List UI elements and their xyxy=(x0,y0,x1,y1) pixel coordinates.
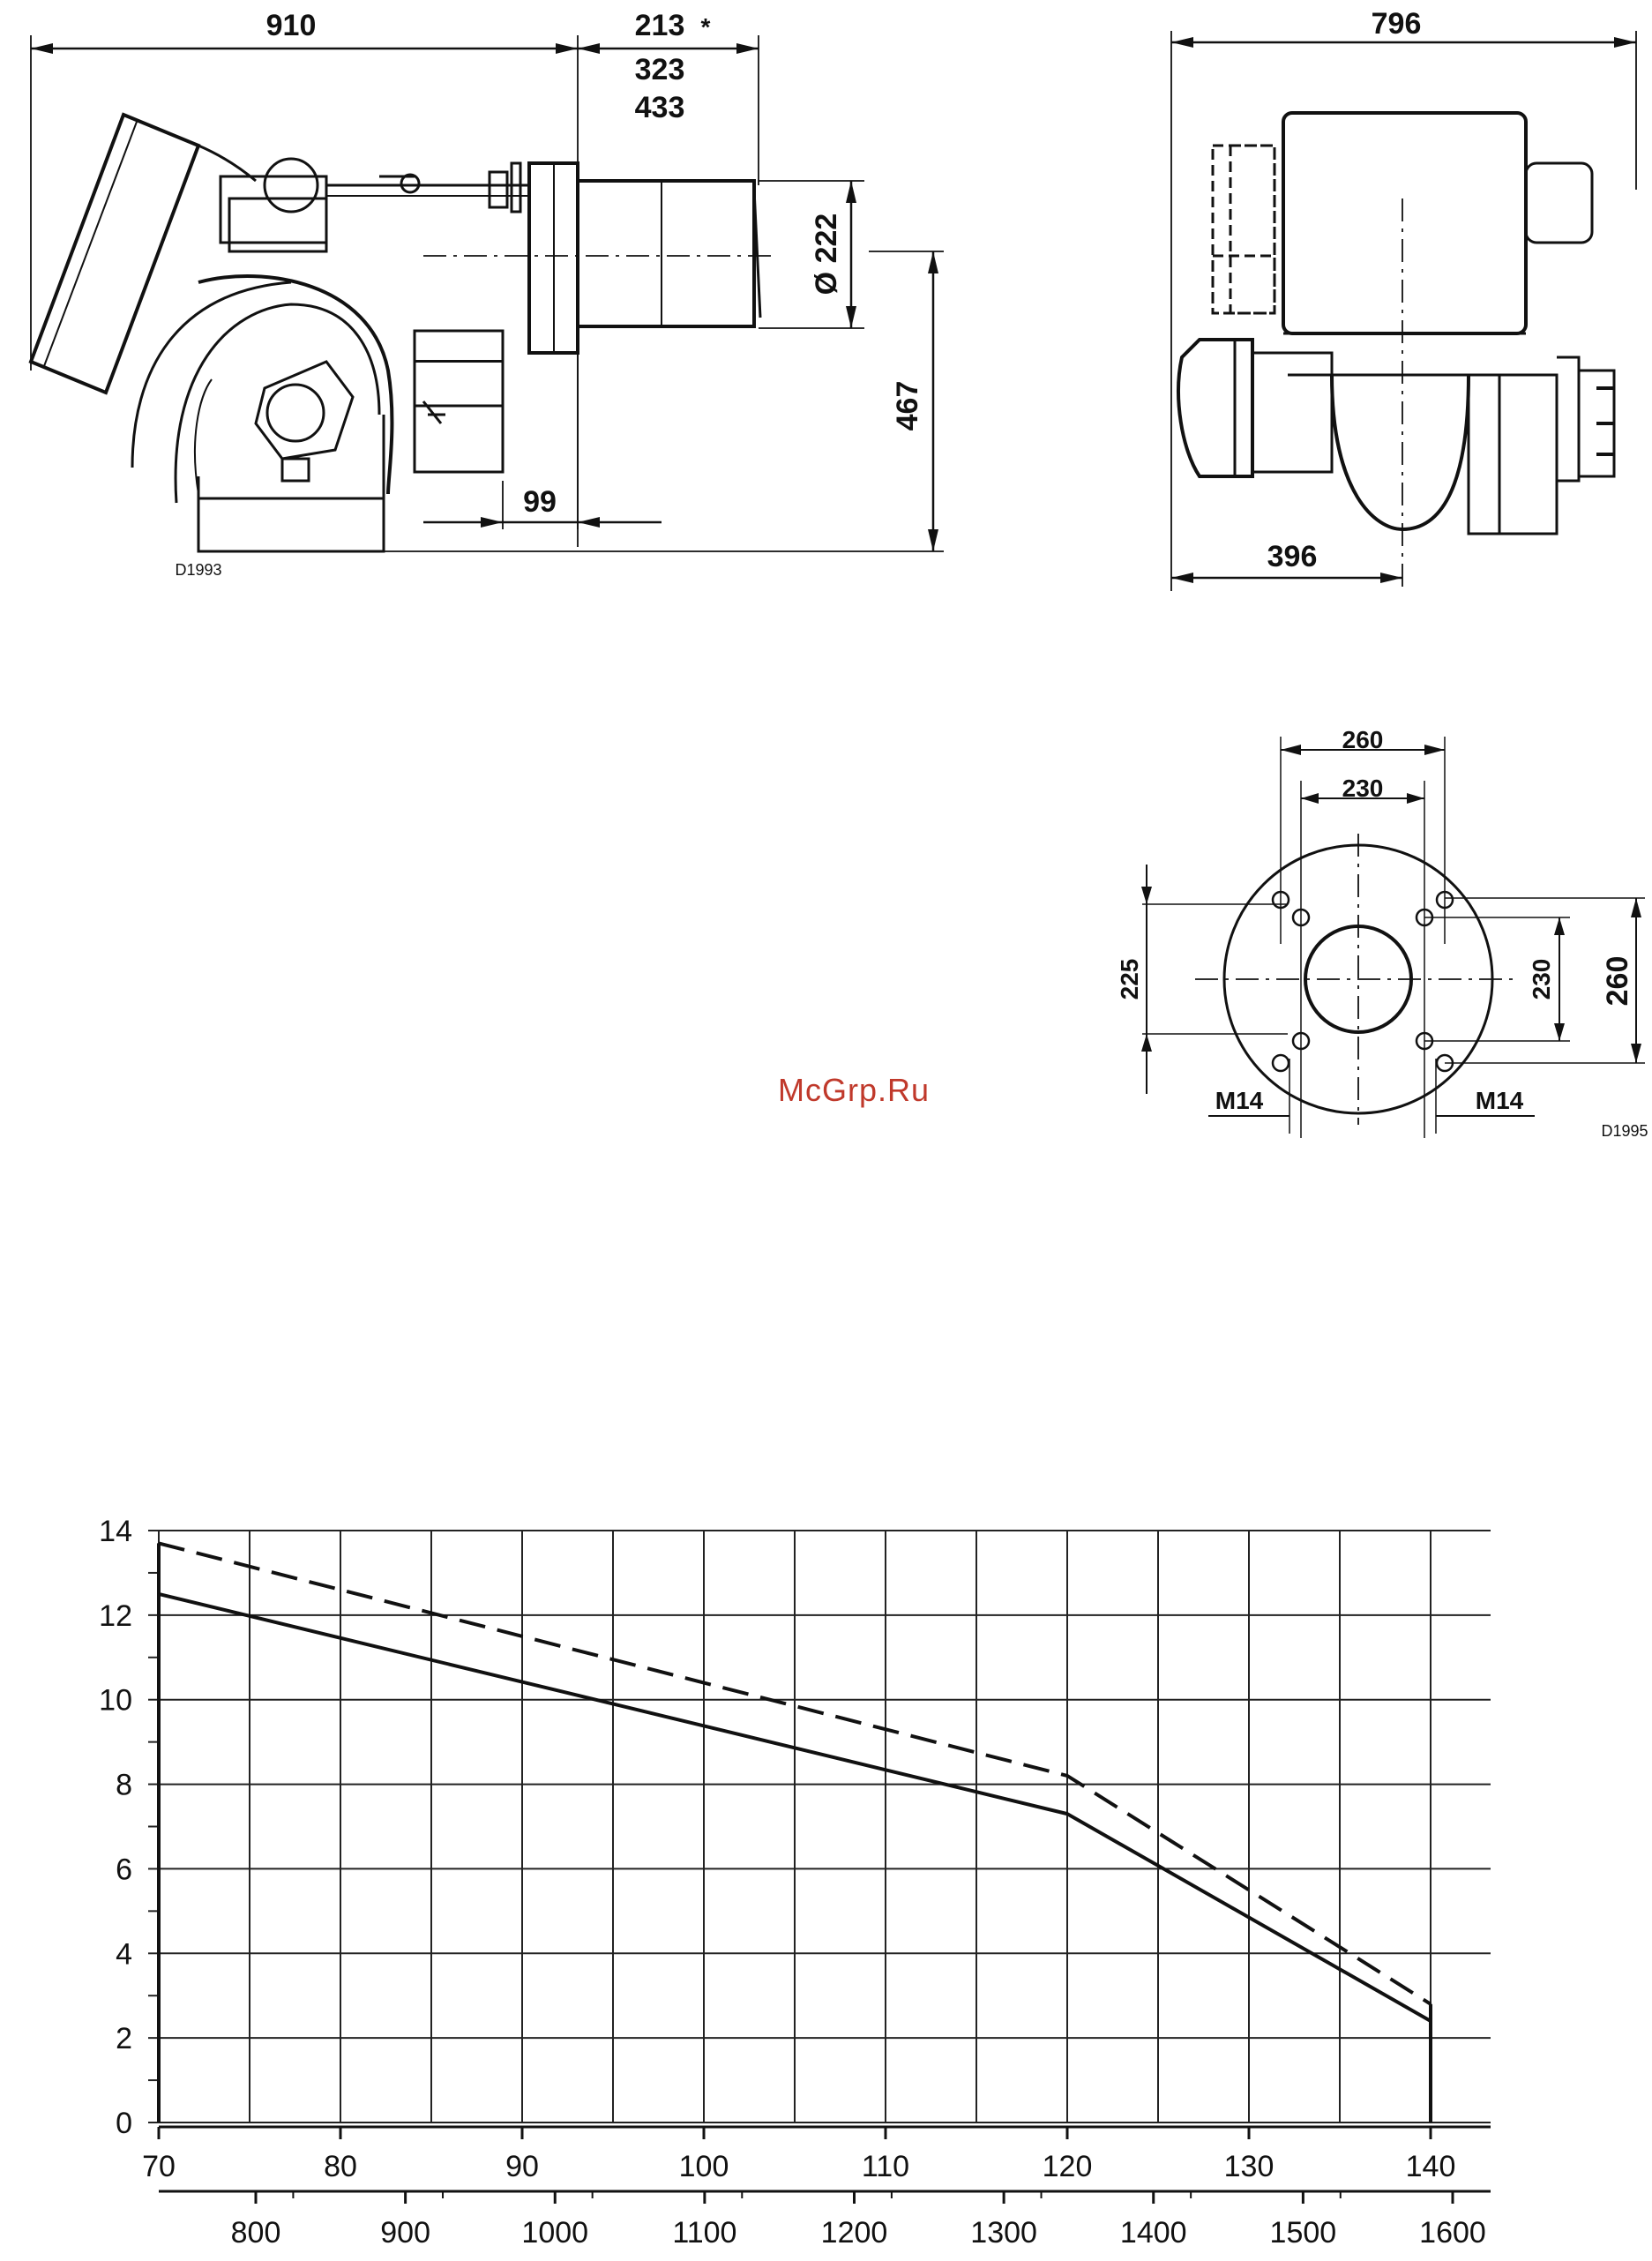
dim-flange-inner-h: 230 xyxy=(1342,775,1384,802)
performance-chart: 0 2 4 6 8 10 12 14 70 80 90 100 110 120 130 140 800 900 10… xyxy=(99,1515,1491,2250)
x-tick-label-secondary: 1400 xyxy=(1120,2216,1187,2250)
x-tick-label-secondary: 1600 xyxy=(1419,2216,1486,2250)
dim-flange-outer-h: 260 xyxy=(1342,726,1384,753)
dim-overall-length: 910 xyxy=(266,9,317,42)
dim-flange-inner-v: 230 xyxy=(1528,959,1555,1000)
x-tick-label-secondary: 800 xyxy=(231,2216,281,2250)
x-tick-label-primary: 100 xyxy=(679,2150,729,2183)
x-tick-label-secondary: 1300 xyxy=(970,2216,1037,2250)
y-tick-label: 2 xyxy=(116,2022,132,2055)
front-view-labels: 796 396 xyxy=(1267,7,1422,573)
x-tick-label-primary: 90 xyxy=(505,2150,539,2183)
dim-flange-offset: 99 xyxy=(523,485,557,519)
y-tick-label: 0 xyxy=(116,2107,132,2140)
bolt-size-right: M14 xyxy=(1476,1087,1524,1114)
x-tick-label-secondary: 1100 xyxy=(672,2216,736,2250)
dim-head-length-3: 433 xyxy=(635,91,685,124)
x-tick-label-primary: 140 xyxy=(1406,2150,1456,2183)
bolt-size-left: M14 xyxy=(1215,1087,1264,1114)
y-tick-label: 14 xyxy=(99,1515,132,1548)
y-tick-label: 12 xyxy=(99,1599,132,1633)
flange-bolt-pattern xyxy=(1141,737,1645,1138)
dim-head-length-2: 323 xyxy=(635,53,685,86)
drawing-code-d1995: D1995 xyxy=(1601,1122,1648,1140)
burner-front-view xyxy=(1171,31,1636,591)
watermark: McGrp.Ru xyxy=(778,1072,930,1108)
side-view-labels: 910 213 * 323 433 Ø 222 467 99 D1993 xyxy=(175,9,924,579)
y-tick-label: 10 xyxy=(99,1684,132,1718)
y-tick-label: 8 xyxy=(116,1769,132,1802)
dim-axis-offset: 396 xyxy=(1267,540,1318,573)
dim-flange-left-v: 225 xyxy=(1116,959,1143,1000)
x-tick-label-secondary: 1000 xyxy=(521,2216,588,2250)
x-tick-label-primary: 80 xyxy=(324,2150,357,2183)
dim-head-star: * xyxy=(701,13,711,41)
dim-head-length-1: 213 xyxy=(635,9,685,42)
dim-front-width: 796 xyxy=(1372,7,1422,41)
x-tick-label-secondary: 900 xyxy=(380,2216,430,2250)
dim-flange-outer-v: 260 xyxy=(1601,956,1634,1007)
x-tick-label-secondary: 1200 xyxy=(821,2216,888,2250)
dim-head-diameter: Ø 222 xyxy=(810,213,843,296)
x-tick-label-primary: 110 xyxy=(862,2150,909,2183)
y-tick-label: 6 xyxy=(116,1853,132,1886)
burner-side-view xyxy=(31,35,944,551)
x-tick-label-secondary: 1500 xyxy=(1270,2216,1337,2250)
x-tick-label-primary: 130 xyxy=(1224,2150,1275,2183)
x-tick-label-primary: 70 xyxy=(142,2150,176,2183)
drawing-code-d1993: D1993 xyxy=(175,561,221,579)
dim-height: 467 xyxy=(891,381,924,431)
x-tick-label-primary: 120 xyxy=(1043,2150,1093,2183)
y-tick-label: 4 xyxy=(116,1937,132,1971)
